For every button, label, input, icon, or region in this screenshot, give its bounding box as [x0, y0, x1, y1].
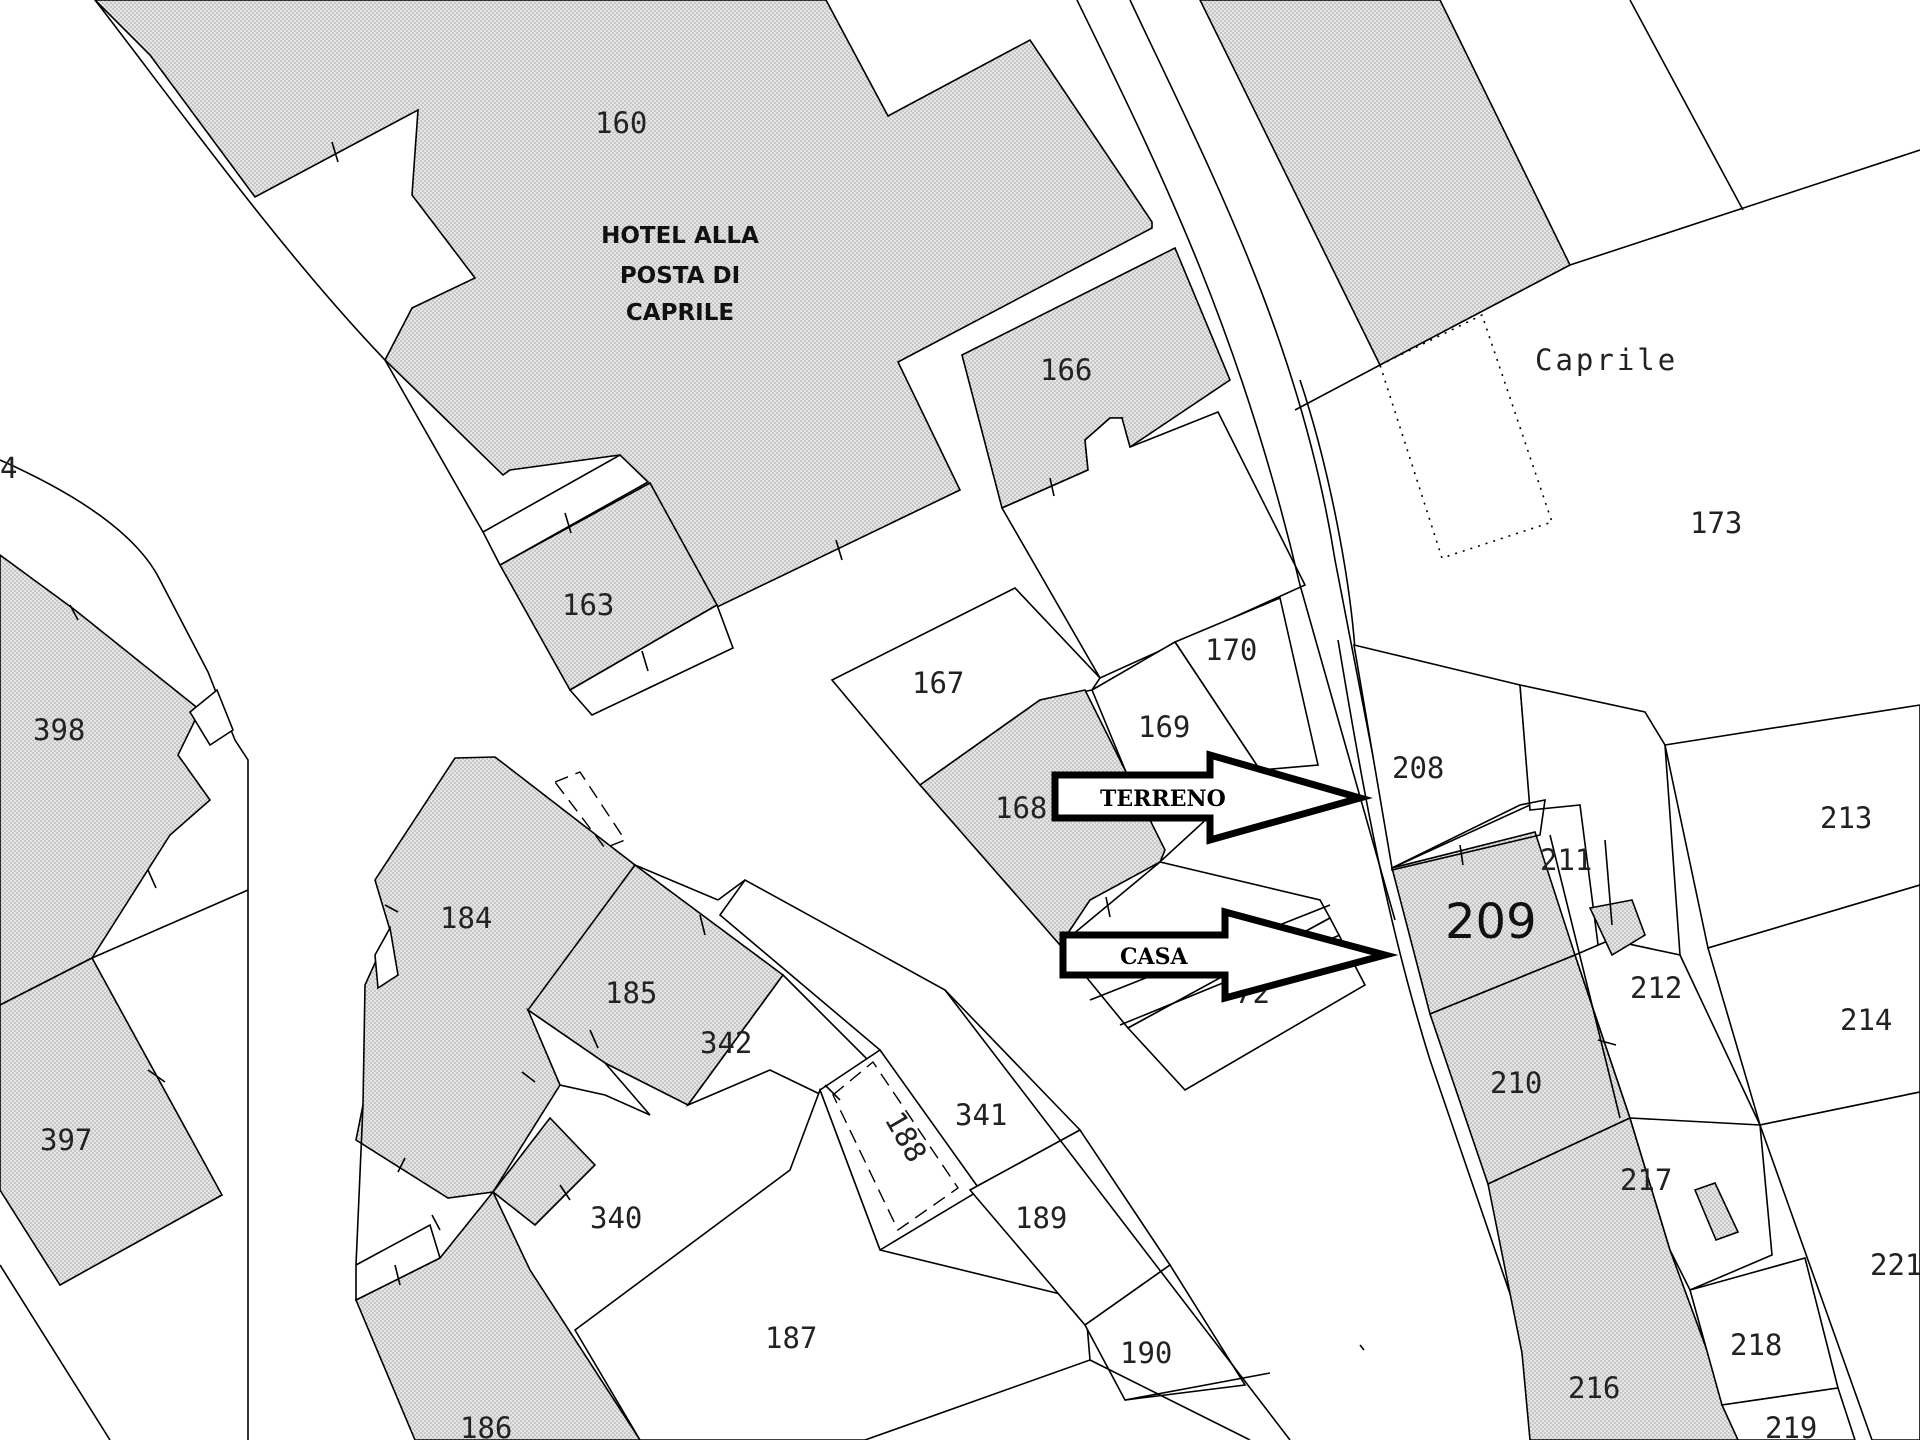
parcel-163 [481, 454, 735, 716]
parcel-219 [1720, 1387, 1856, 1440]
parcel-small-398 [188, 688, 234, 747]
parcel-label-166: 166 [1040, 353, 1092, 387]
parcel-214 [1707, 884, 1920, 1126]
hotel-label-line-1: HOTEL ALLA [601, 223, 759, 249]
parcel-label-221: 221 [1870, 1248, 1920, 1282]
parcel-label-168: 168 [995, 791, 1047, 825]
parcel-185 [526, 863, 785, 1107]
dashed-188 [832, 1060, 959, 1232]
parcel-213 [1664, 704, 1920, 950]
parcel-186-edge [355, 1223, 441, 1302]
arrow-label-terreno: TERRENO [1100, 786, 1226, 812]
parcel-label-186: 186 [460, 1411, 512, 1440]
parcel-label-212: 212 [1630, 971, 1682, 1005]
parcel-160 [93, 0, 1153, 610]
hotel-label-line-3: CAPRILE [626, 300, 734, 326]
parcel-label-190: 190 [1120, 1336, 1172, 1370]
parcel-label-187: 187 [765, 1321, 817, 1355]
parcel-340 [491, 1116, 597, 1227]
parcel-label-184: 184 [440, 901, 492, 935]
parcel-209-frame [1391, 798, 1546, 872]
parcel-211 [1588, 899, 1646, 957]
parcel-398 [0, 554, 212, 1006]
parcel-label-185: 185 [605, 976, 657, 1010]
parcel-label-340: 340 [590, 1201, 642, 1235]
parcel-label-210: 210 [1490, 1066, 1542, 1100]
parcel-217-small [1693, 1182, 1740, 1242]
parcel-label-209: 209 [1445, 894, 1537, 950]
parcel-label-218: 218 [1730, 1328, 1782, 1362]
parcel-label-219: 219 [1765, 1411, 1817, 1440]
hotel-label-line-2: POSTA DI [620, 263, 740, 289]
parcel-label-4: 4 [0, 451, 17, 485]
parcel-label-160: 160 [595, 106, 647, 140]
parcel-label-170: 170 [1205, 633, 1257, 667]
parcel-397 [0, 956, 224, 1287]
parcel-label-211: 211 [1540, 843, 1592, 877]
parcel-label-163: 163 [562, 588, 614, 622]
parcel-label-397: 397 [40, 1123, 92, 1157]
parcel-top-right-building [1199, 0, 1572, 367]
parcel-190 [1083, 1263, 1247, 1401]
arrow-label-casa: CASA [1120, 944, 1188, 970]
parcel-label-342: 342 [700, 1026, 752, 1060]
arrow-casa: CASA [1059, 907, 1399, 1003]
parcel-221 [1758, 1091, 1920, 1440]
parcel-label-216: 216 [1568, 1371, 1620, 1405]
parcel-label-208: 208 [1392, 751, 1444, 785]
parcel-185-white [526, 1007, 651, 1116]
parcel-label-169: 169 [1138, 710, 1190, 744]
parcel-label-167: 167 [912, 666, 964, 700]
parcel-label-189: 189 [1015, 1201, 1067, 1235]
parcel-184-notch [374, 925, 399, 990]
arrow-terreno: TERRENO [1051, 750, 1373, 845]
parcel-label-213: 213 [1820, 801, 1872, 835]
dashed-185 [553, 771, 627, 849]
parcel-label-341: 341 [955, 1098, 1007, 1132]
parcel-label-173: 173 [1690, 506, 1742, 540]
parcel-label-217: 217 [1620, 1163, 1672, 1197]
boundary-ticks [69, 141, 1617, 1286]
parcel-label-398: 398 [33, 713, 85, 747]
parcel-label-214: 214 [1840, 1003, 1892, 1037]
place-name-caprile: Caprile [1535, 343, 1678, 377]
